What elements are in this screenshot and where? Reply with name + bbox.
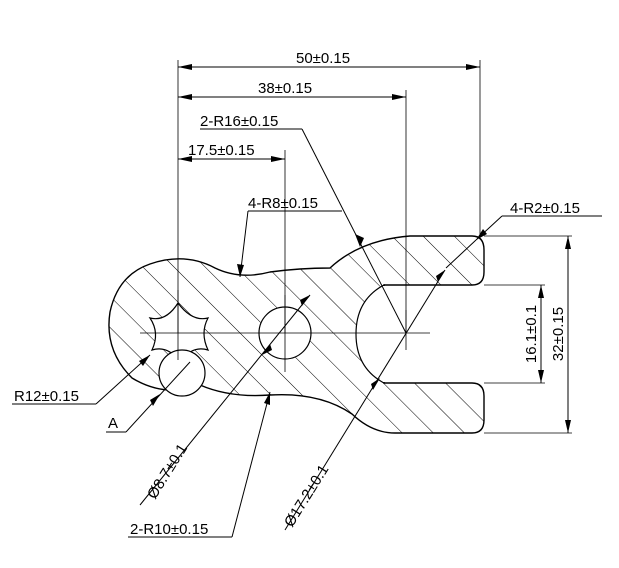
internal-features [148, 283, 386, 397]
dim-hole-small: Ø8.7±0.1 [144, 441, 191, 502]
dim-slot-center: 38±0.15 [258, 80, 312, 97]
dim-radius-r12: R12±0.15 [14, 388, 79, 405]
leader-r2: 4-R2±0.15 [445, 200, 602, 269]
dim-radius-r10: 2-R10±0.15 [130, 521, 208, 538]
extension-lines [177, 60, 572, 434]
dim-fillet-r2: 4-R2±0.15 [510, 200, 580, 217]
view-label-a: A [108, 415, 118, 432]
dim-hole-spacing: 17.5±0.15 [188, 142, 255, 159]
dim-hole-large: Ø17.2±0.1 [281, 462, 332, 530]
dim-overall-width: 50±0.15 [296, 50, 350, 67]
leader-r8: 4-R8±0.15 [237, 195, 342, 278]
hole-small [158, 349, 206, 397]
leader-r10: 2-R10±0.15 [128, 391, 271, 538]
leader-r12: R12±0.15 [12, 354, 151, 405]
dim-fillet-r8: 4-R8±0.15 [248, 195, 318, 212]
dim-slot-width: 16.1±0.1 [523, 305, 540, 363]
dim-outer-radius: 2-R16±0.15 [200, 113, 278, 130]
dimension-50: 50±0.15 [178, 50, 480, 70]
dimension-38: 38±0.15 [178, 80, 406, 100]
dim-overall-height: 32±0.15 [550, 307, 567, 361]
slot-end-arc [355, 283, 385, 385]
leader-a: A [106, 361, 191, 433]
dimension-17-5: 17.5±0.15 [178, 142, 285, 162]
leader-r16: 2-R16±0.15 [200, 113, 407, 334]
dimension-32: 32±0.15 [550, 236, 571, 433]
dimension-16-1: 16.1±0.1 [523, 285, 544, 383]
